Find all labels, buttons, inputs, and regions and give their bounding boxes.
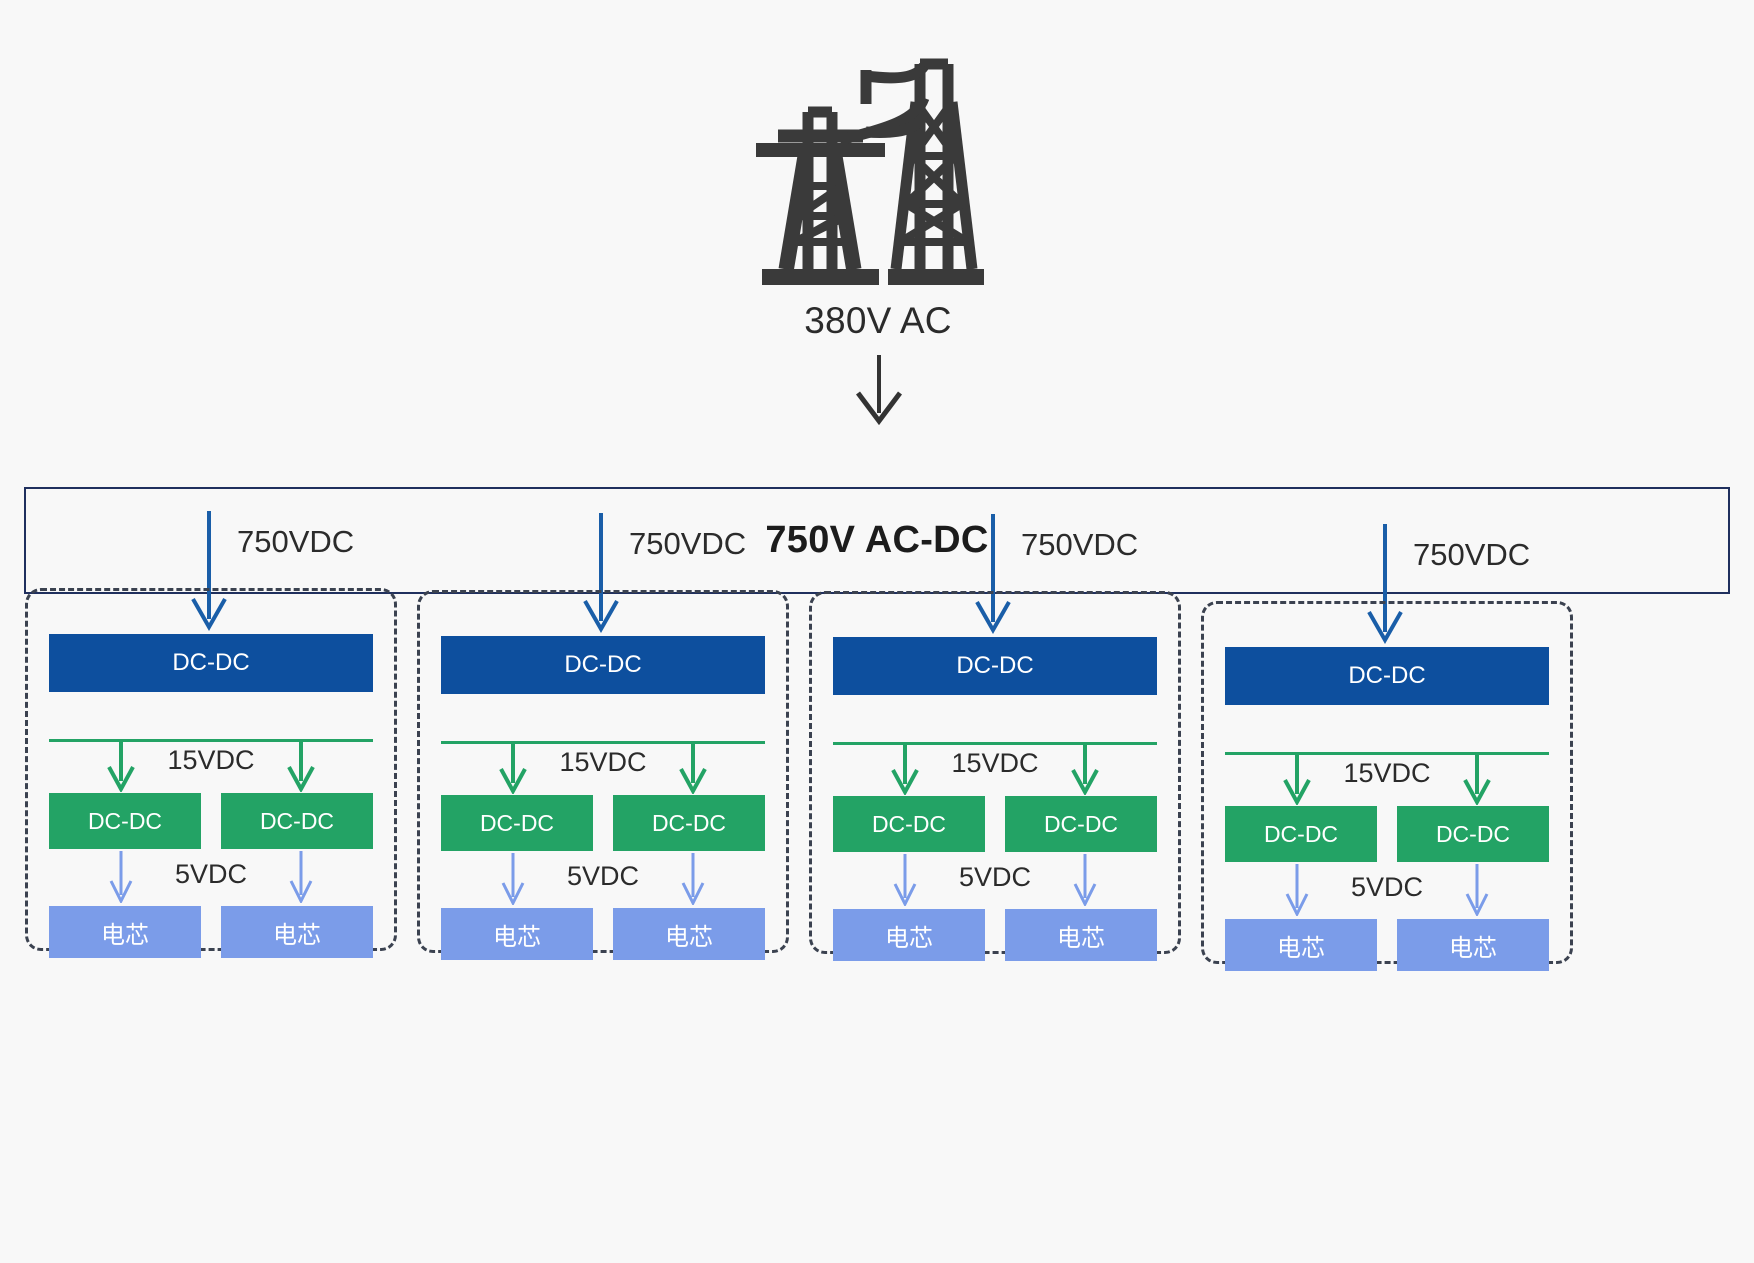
feed-arrow-4 (1365, 524, 1405, 645)
dcdc-primary-box: DC-DC (441, 636, 765, 694)
mid-arrows (441, 741, 765, 796)
bus-bar-15v (49, 739, 373, 742)
rack-boundary (417, 590, 789, 953)
low-voltage-label: 5VDC (1350, 872, 1424, 902)
feed-arrow-3 (973, 514, 1013, 635)
feed-voltage-label: 750VDC (237, 524, 355, 559)
dcdc-secondary-box: DC-DC (221, 793, 373, 849)
dcdc-secondary-box: DC-DC (613, 795, 765, 851)
dcdc-secondary-box: DC-DC (1005, 796, 1157, 852)
acdc-converter-label: 750V AC-DC (765, 519, 989, 561)
feed-voltage-label: 750VDC (629, 526, 747, 561)
feed-arrow-2 (581, 513, 621, 634)
battery-cell-row: 电芯电芯 (49, 906, 373, 958)
bus-bar-15v (833, 742, 1157, 745)
battery-cell-box: 电芯 (833, 909, 985, 961)
low-voltage-label: 5VDC (174, 859, 248, 889)
rack-group-2: 750VDC DC-DC 15VDC DC-DC DC-DC 5VDC 电芯电芯 (417, 513, 789, 960)
dcdc-secondary-box: DC-DC (833, 796, 985, 852)
low-arrows (49, 851, 373, 905)
feed-arrow-1 (189, 511, 229, 632)
bus-bar-15v (441, 741, 765, 744)
battery-cell-box: 电芯 (441, 908, 593, 960)
bus-bar-15v (1225, 752, 1549, 755)
source-to-acdc-arrow (848, 355, 910, 426)
rack-boundary (25, 588, 397, 951)
low-arrows (1225, 864, 1549, 918)
transmission-tower-icon (748, 44, 1010, 294)
mid-arrows (833, 742, 1157, 797)
battery-cell-row: 电芯电芯 (441, 908, 765, 960)
battery-cell-box: 电芯 (1397, 919, 1549, 971)
low-arrows (441, 853, 765, 907)
dcdc-secondary-row: DC-DC DC-DC (1225, 806, 1549, 862)
mid-voltage-label: 15VDC (1343, 758, 1431, 788)
dcdc-primary-box: DC-DC (1225, 647, 1549, 705)
acdc-converter-box: 750V AC-DC (24, 487, 1730, 594)
dcdc-primary-box: DC-DC (833, 637, 1157, 695)
dcdc-secondary-row: DC-DC DC-DC (833, 796, 1157, 852)
dcdc-secondary-box: DC-DC (1397, 806, 1549, 862)
low-voltage-label: 5VDC (958, 862, 1032, 892)
dcdc-secondary-box: DC-DC (441, 795, 593, 851)
battery-cell-box: 电芯 (49, 906, 201, 958)
battery-cell-row: 电芯电芯 (833, 909, 1157, 961)
battery-cell-row: 电芯电芯 (1225, 919, 1549, 971)
low-arrows (833, 854, 1157, 908)
low-voltage-label: 5VDC (566, 861, 640, 891)
feed-voltage-label: 750VDC (1413, 537, 1531, 572)
battery-cell-box: 电芯 (1225, 919, 1377, 971)
rack-boundary (809, 591, 1181, 954)
dcdc-secondary-box: DC-DC (1225, 806, 1377, 862)
rack-group-4: 750VDC DC-DC 15VDC DC-DC DC-DC 5VDC 电芯电芯 (1201, 524, 1573, 971)
mid-voltage-label: 15VDC (559, 747, 647, 777)
feed-voltage-label: 750VDC (1021, 527, 1139, 562)
mid-arrows (49, 739, 373, 794)
battery-cell-box: 电芯 (1005, 909, 1157, 961)
rack-group-1: 750VDC DC-DC 15VDC DC-DC DC-DC 5VDC 电芯电芯 (25, 511, 397, 958)
rack-boundary (1201, 601, 1573, 964)
dcdc-secondary-box: DC-DC (49, 793, 201, 849)
source-voltage-label: 380V AC (804, 300, 952, 341)
rack-group-3: 750VDC DC-DC 15VDC DC-DC DC-DC 5VDC 电芯电芯 (809, 514, 1181, 961)
dcdc-primary-box: DC-DC (49, 634, 373, 692)
mid-voltage-label: 15VDC (951, 748, 1039, 778)
battery-cell-box: 电芯 (221, 906, 373, 958)
mid-voltage-label: 15VDC (167, 745, 255, 775)
battery-cell-box: 电芯 (613, 908, 765, 960)
dcdc-secondary-row: DC-DC DC-DC (49, 793, 373, 849)
dcdc-secondary-row: DC-DC DC-DC (441, 795, 765, 851)
mid-arrows (1225, 752, 1549, 807)
